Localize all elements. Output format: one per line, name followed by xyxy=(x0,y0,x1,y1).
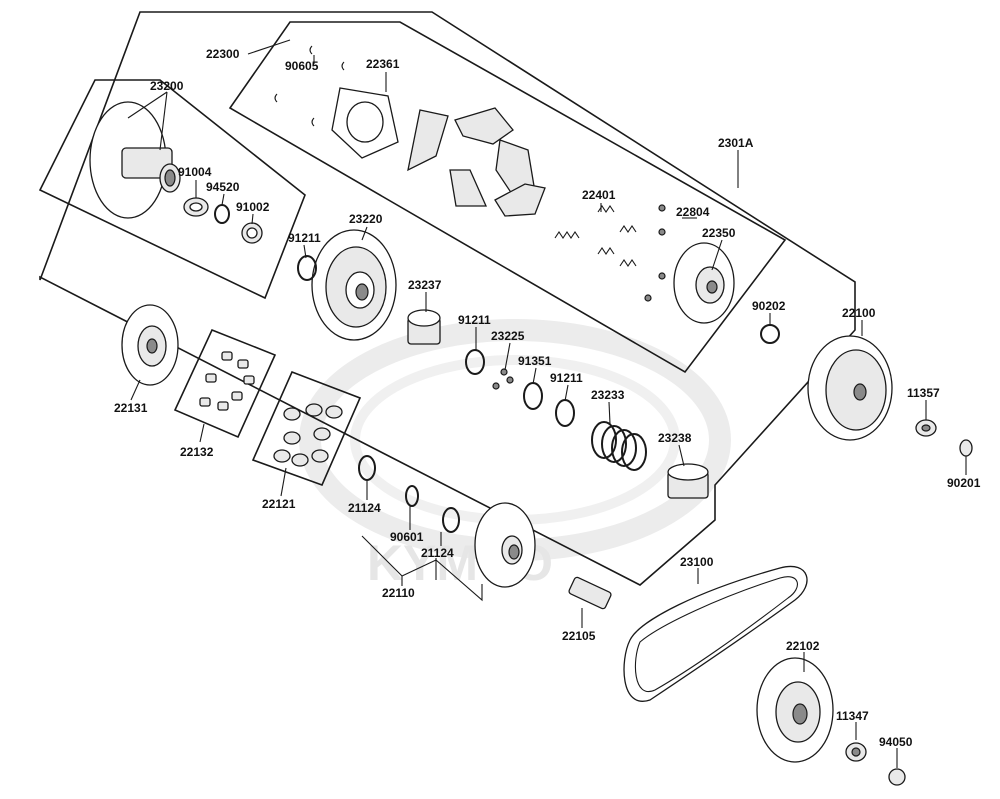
callout-91351: 91351 xyxy=(518,354,552,368)
callout-23100: 23100 xyxy=(680,555,714,569)
callout-22131: 22131 xyxy=(114,401,148,415)
spring-23233-part xyxy=(591,421,647,471)
driven-plate-frame xyxy=(38,79,306,300)
callout-2301A: 2301A xyxy=(718,136,754,150)
washer-90201-part xyxy=(959,439,973,457)
callout-91211-c: 91211 xyxy=(550,371,583,385)
callout-91211-a: 91211 xyxy=(288,231,321,245)
callout-labels: 22300 90605 22361 23200 91004 94520 9100… xyxy=(114,47,981,749)
callout-23225: 23225 xyxy=(491,329,525,343)
callout-22110: 22110 xyxy=(382,586,415,600)
callout-23200: 23200 xyxy=(150,79,184,93)
callout-91211-b: 91211 xyxy=(458,313,491,327)
callout-91002: 91002 xyxy=(236,200,270,214)
pins-23225-part xyxy=(492,368,514,390)
leader-lines xyxy=(127,39,967,768)
callout-11357: 11357 xyxy=(907,386,940,400)
bushing-22105-part xyxy=(568,576,612,610)
callout-11347: 11347 xyxy=(836,709,869,723)
slide-piece-frame xyxy=(173,328,277,439)
callout-22132: 22132 xyxy=(180,445,214,459)
callout-91004: 91004 xyxy=(178,165,212,179)
outer-assembly-frame xyxy=(39,11,856,586)
nut-94050-part xyxy=(888,768,906,786)
seal-21124b-part xyxy=(442,507,460,533)
o-ring-91211a-part xyxy=(297,255,317,281)
springs-22401-part xyxy=(554,205,637,267)
washer-90202-part xyxy=(760,324,780,344)
clutch-carrier-22350-part xyxy=(673,242,735,324)
callout-94520: 94520 xyxy=(206,180,240,194)
callout-22102: 22102 xyxy=(786,639,820,653)
nut-11357-part xyxy=(915,419,937,437)
callout-22401: 22401 xyxy=(582,188,616,202)
nut-11347-part xyxy=(845,742,867,762)
circlip-94520-part xyxy=(214,204,230,224)
clip-90601-part xyxy=(405,485,419,507)
collar-23238-part xyxy=(667,463,709,499)
callout-23237: 23237 xyxy=(408,278,442,292)
callout-90202: 90202 xyxy=(752,299,786,313)
o-ring-91211c-part xyxy=(555,399,575,427)
rollers-22121-part xyxy=(273,403,343,467)
seal-91002-part xyxy=(241,222,263,244)
pins-22804-part xyxy=(644,204,666,302)
callout-22350: 22350 xyxy=(702,226,736,240)
callout-90601: 90601 xyxy=(390,530,424,544)
callout-23238: 23238 xyxy=(658,431,692,445)
callout-22300: 22300 xyxy=(206,47,240,61)
callout-90605: 90605 xyxy=(285,59,319,73)
callout-22361: 22361 xyxy=(366,57,400,71)
clutch-bell-22100-part xyxy=(807,335,893,441)
movable-plate-23220-part xyxy=(311,229,397,341)
bearing-91004-part xyxy=(183,197,209,217)
o-ring-91351-part xyxy=(523,382,543,410)
collar-23237-part xyxy=(407,309,441,345)
callout-21124-b: 21124 xyxy=(421,546,454,560)
callout-22105: 22105 xyxy=(562,629,596,643)
callout-22804: 22804 xyxy=(676,205,710,219)
driven-plate-part xyxy=(89,101,181,219)
v-belt-23100-part xyxy=(623,565,808,702)
clutch-shoe-frame xyxy=(228,21,787,374)
clip-90605-part xyxy=(274,45,345,127)
ramp-plate-22131-part xyxy=(121,304,179,386)
slide-pieces-22132-part xyxy=(199,351,255,411)
o-ring-91211b-part xyxy=(465,349,485,375)
fixed-drive-face-22102-part xyxy=(756,657,834,763)
callout-90201: 90201 xyxy=(947,476,981,490)
callout-21124-a: 21124 xyxy=(348,501,381,515)
callout-22100: 22100 xyxy=(842,306,876,320)
callout-23220: 23220 xyxy=(349,212,383,226)
roller-set-frame xyxy=(251,370,362,487)
clutch-shoes-part xyxy=(407,107,546,217)
drive-face-22110-part xyxy=(474,502,536,588)
callout-22121: 22121 xyxy=(262,497,296,511)
callout-23233: 23233 xyxy=(591,388,625,402)
callout-94050: 94050 xyxy=(879,735,913,749)
